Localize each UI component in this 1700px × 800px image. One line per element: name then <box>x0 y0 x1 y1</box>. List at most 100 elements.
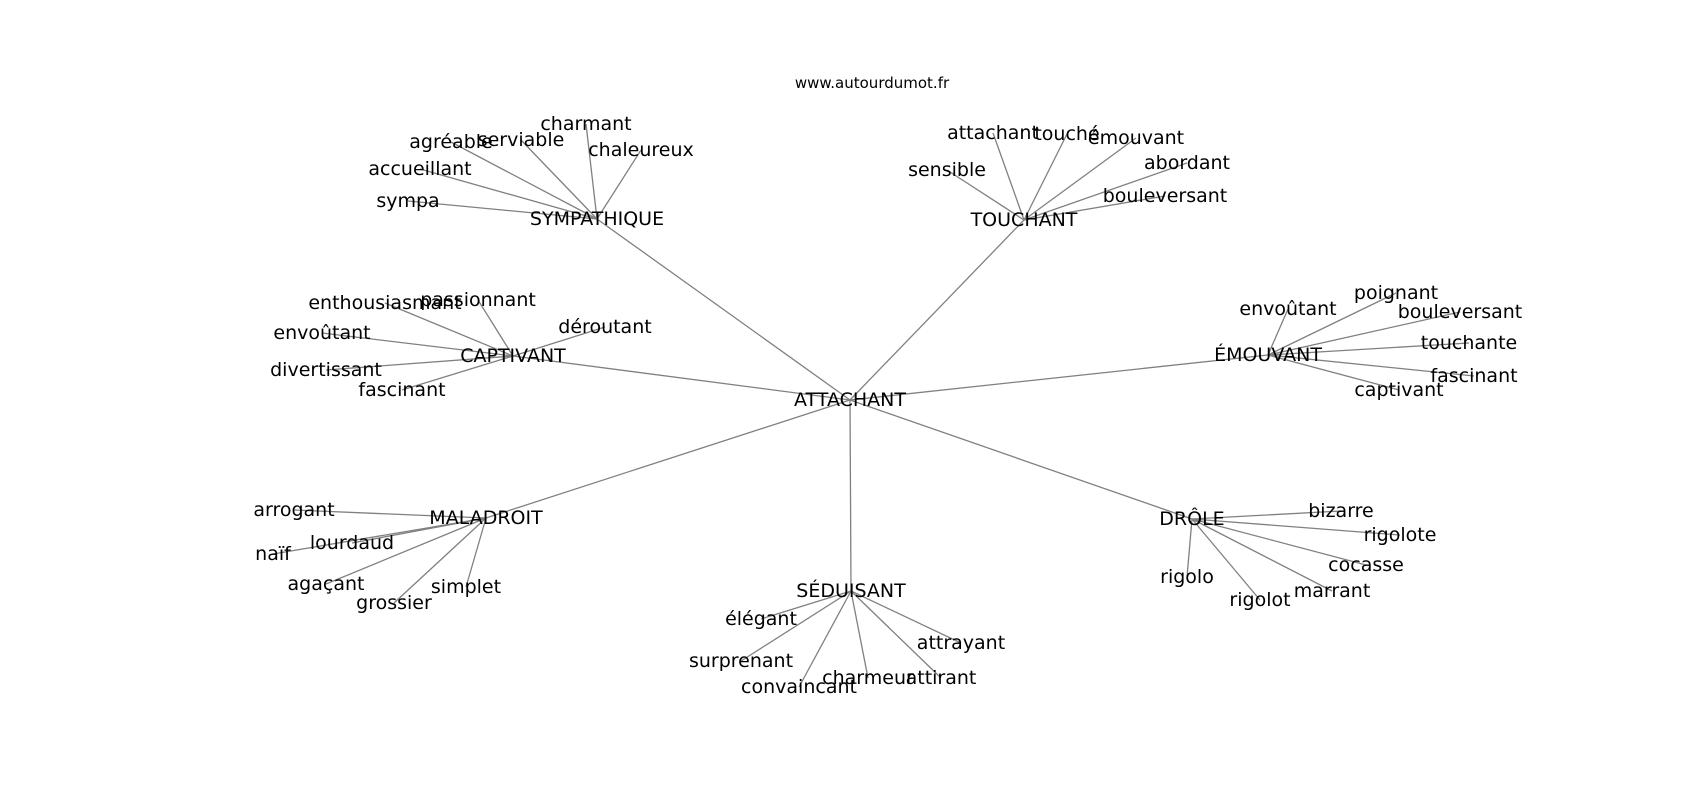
edge-group-to-word <box>1267 308 1289 356</box>
group-word-label[interactable]: CAPTIVANT <box>460 345 566 367</box>
edge-group-to-word <box>1267 311 1461 356</box>
edge-group-to-word <box>740 590 852 662</box>
edge-group-to-word <box>1267 292 1397 356</box>
edge-group-to-word <box>1191 518 1333 592</box>
edge-group-to-word <box>407 200 598 220</box>
edge-group-to-word <box>325 517 487 585</box>
related-word-label[interactable]: charmant <box>540 113 631 135</box>
edge-group-to-word <box>1023 195 1166 221</box>
edge-center-to-group <box>849 399 1193 520</box>
related-word-label[interactable]: serviable <box>478 129 565 151</box>
edge-group-to-word <box>401 355 514 391</box>
edge-group-to-word <box>1267 342 1470 356</box>
edge-group-to-word <box>850 590 962 644</box>
edge-group-to-word <box>477 299 514 357</box>
group-word-label[interactable]: SYMPATHIQUE <box>530 208 664 230</box>
related-word-label[interactable]: touché <box>1034 123 1099 145</box>
edge-group-to-word <box>465 517 487 588</box>
edge-group-to-word <box>393 517 487 604</box>
edge-center-to-group <box>485 399 851 519</box>
related-word-label[interactable]: cocasse <box>1328 554 1404 576</box>
edge-group-to-word <box>1191 518 1367 566</box>
related-word-label[interactable]: déroutant <box>558 316 651 338</box>
related-word-label[interactable]: touchante <box>1421 332 1517 354</box>
related-word-label[interactable]: divertissant <box>270 359 382 381</box>
edge-group-to-word <box>1191 518 1261 601</box>
edge-center-to-group <box>849 399 852 592</box>
edge-group-to-word <box>293 509 487 519</box>
edge-group-to-word <box>419 168 598 220</box>
related-word-label[interactable]: grossier <box>356 592 432 614</box>
related-word-label[interactable]: bouleversant <box>1103 185 1227 207</box>
edge-center-to-group <box>512 355 851 401</box>
edge-group-to-word <box>272 517 487 555</box>
labels-layer: www.autourdumot.fr ATTACHANT SYMPATHIQUE c… <box>253 74 1522 698</box>
edge-group-to-word <box>1191 510 1342 520</box>
edge-group-to-word <box>450 141 598 220</box>
related-word-label[interactable]: envoûtant <box>1239 298 1336 320</box>
related-word-label[interactable]: rigolo <box>1160 566 1214 588</box>
related-word-label[interactable]: élégant <box>725 608 797 630</box>
related-word-label[interactable]: sympa <box>376 190 439 212</box>
edge-group-to-word <box>1186 518 1193 578</box>
edge-group-to-word <box>512 326 606 357</box>
related-word-label[interactable]: poignant <box>1354 282 1438 304</box>
edge-group-to-word <box>585 123 598 220</box>
related-word-label[interactable]: émouvant <box>1088 127 1184 149</box>
center-word-label[interactable]: ATTACHANT <box>794 389 906 411</box>
edge-group-to-word <box>321 332 514 357</box>
related-word-label[interactable]: passionnant <box>420 289 536 311</box>
related-word-label[interactable]: envoûtant <box>273 322 370 344</box>
related-word-label[interactable]: fascinant <box>358 379 445 401</box>
edge-group-to-word <box>1267 354 1400 391</box>
related-word-label[interactable]: sensible <box>908 159 986 181</box>
edge-group-to-word <box>520 139 598 220</box>
related-word-label[interactable]: abordant <box>1144 152 1230 174</box>
related-word-label[interactable]: charmeur <box>822 667 914 689</box>
related-word-label[interactable]: bizarre <box>1308 500 1374 522</box>
related-word-label[interactable]: convaincant <box>741 676 857 698</box>
edge-center-to-group <box>596 218 851 401</box>
edge-group-to-word <box>760 590 852 620</box>
edge-group-to-word <box>384 302 514 357</box>
related-word-label[interactable]: rigolot <box>1229 589 1290 611</box>
edge-group-to-word <box>992 132 1025 221</box>
related-word-label[interactable]: agréable <box>409 131 492 153</box>
related-word-label[interactable]: lourdaud <box>310 532 394 554</box>
group-word-label[interactable]: ÉMOUVANT <box>1214 343 1322 366</box>
group-word-label[interactable]: SÉDUISANT <box>796 579 906 602</box>
related-word-label[interactable]: marrant <box>1294 580 1371 602</box>
related-word-label[interactable]: attachant <box>947 122 1039 144</box>
edge-group-to-word <box>1267 354 1475 377</box>
related-word-label[interactable]: chaleureux <box>588 139 694 161</box>
edge-group-to-word <box>1191 518 1401 536</box>
related-word-label[interactable]: fascinant <box>1430 365 1517 387</box>
edge-group-to-word <box>1023 133 1068 221</box>
edge-group-to-word <box>850 590 942 679</box>
related-word-label[interactable]: surprenant <box>689 650 793 672</box>
edge-group-to-word <box>1023 162 1188 221</box>
related-word-label[interactable]: enthousiasmant <box>308 292 461 314</box>
related-word-label[interactable]: attirant <box>906 667 977 689</box>
edge-group-to-word <box>596 149 642 220</box>
related-word-label[interactable]: captivant <box>1354 379 1443 401</box>
related-word-label[interactable]: attrayant <box>917 632 1005 654</box>
related-word-label[interactable]: rigolote <box>1364 524 1437 546</box>
group-word-label[interactable]: MALADROIT <box>429 507 543 529</box>
group-word-label[interactable]: TOUCHANT <box>970 209 1078 231</box>
edge-group-to-word <box>946 169 1025 221</box>
edge-group-to-word <box>325 355 514 371</box>
site-title[interactable]: www.autourdumot.fr <box>795 74 950 92</box>
related-word-label[interactable]: agaçant <box>288 573 365 595</box>
group-word-label[interactable]: DRÔLE <box>1159 506 1224 530</box>
related-word-label[interactable]: arrogant <box>253 499 334 521</box>
related-word-label[interactable]: simplet <box>431 576 501 598</box>
related-word-label[interactable]: bouleversant <box>1398 301 1522 323</box>
edge-group-to-word <box>850 590 869 679</box>
edge-group-to-word <box>798 590 852 688</box>
edge-group-to-word <box>1023 137 1137 221</box>
edge-center-to-group <box>849 219 1025 401</box>
related-word-label[interactable]: accueillant <box>368 158 471 180</box>
related-word-label[interactable]: naïf <box>255 543 292 565</box>
